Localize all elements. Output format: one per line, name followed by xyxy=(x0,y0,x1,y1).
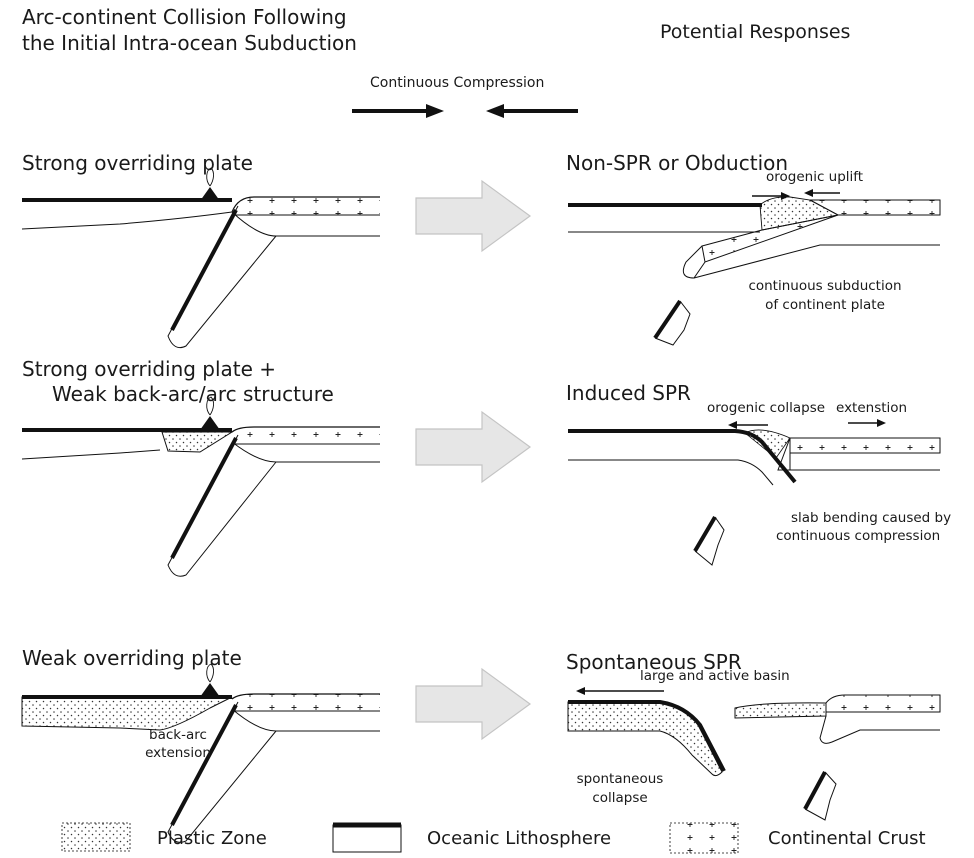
row1-label-orogenic-uplift: orogenic uplift xyxy=(766,169,864,185)
legend-swatches xyxy=(61,822,739,854)
row2-right-section xyxy=(568,419,941,566)
row2-title-line2: Weak back-arc/arc structure xyxy=(52,382,334,406)
transition-arrow-row2 xyxy=(415,410,532,484)
right-header: Potential Responses xyxy=(660,21,851,43)
row3-response-title: Spontaneous SPR xyxy=(566,650,742,674)
legend-label-plastic-zone: Plastic Zone xyxy=(157,828,267,849)
row2-label-extension: extenstion xyxy=(836,400,908,416)
compression-arrow-left xyxy=(486,104,578,118)
row1-label-subduction-1: continuous subduction xyxy=(748,278,902,294)
transition-arrow-row1 xyxy=(415,179,532,253)
transition-arrows xyxy=(415,179,532,741)
row2-left-section xyxy=(21,396,380,577)
row3-label-collapse: collapse xyxy=(592,790,648,806)
row3-title: Weak overriding plate xyxy=(22,646,242,670)
row3-detached-slab xyxy=(803,771,837,821)
row3-label-basin: large and active basin xyxy=(640,668,790,684)
legend-swatch-continental-crust xyxy=(669,822,739,854)
row2-label-slab-bending-1: slab bending caused by xyxy=(791,510,952,526)
row3-label-back-arc: back-arc xyxy=(149,727,207,743)
row2-response-title: Induced SPR xyxy=(566,381,691,405)
row3-right-section xyxy=(567,687,941,821)
row3-left-section xyxy=(21,663,380,843)
row1-left-section xyxy=(21,167,380,349)
row3-label-extension: extension xyxy=(145,745,211,761)
left-header-line2: the Initial Intra-ocean Subduction xyxy=(22,31,357,55)
row1-title: Strong overriding plate xyxy=(22,151,253,175)
row1-response-title: Non-SPR or Obduction xyxy=(566,151,789,175)
row2-detached-slab xyxy=(693,515,725,566)
row1-orogenic-arrows xyxy=(752,189,840,200)
row2-label-slab-bending-2: continuous compression xyxy=(776,528,941,544)
row1-label-subduction-2: of continent plate xyxy=(765,297,885,313)
row1-right-section xyxy=(568,189,941,346)
row2-extension-arrows xyxy=(728,419,886,429)
transition-arrow-row3 xyxy=(415,667,532,741)
left-header-line1: Arc-continent Collision Following xyxy=(22,5,347,29)
compression-arrows xyxy=(352,104,578,118)
row1-detached-slab xyxy=(653,299,691,346)
row3-basin-arrow xyxy=(576,687,664,695)
compression-label: Continuous Compression xyxy=(370,75,545,91)
legend-label-oceanic-lithosphere: Oceanic Lithosphere xyxy=(427,828,612,849)
row3-label-spontaneous: spontaneous xyxy=(576,771,664,787)
legend-swatch-plastic-zone xyxy=(61,822,131,852)
legend-swatch-oceanic-lithosphere xyxy=(332,822,402,853)
legend-label-continental-crust: Continental Crust xyxy=(768,828,926,849)
row2-title-line1: Strong overriding plate + xyxy=(22,357,277,381)
compression-arrow-right xyxy=(352,104,444,118)
row2-label-orogenic-collapse: orogenic collapse xyxy=(707,400,826,416)
